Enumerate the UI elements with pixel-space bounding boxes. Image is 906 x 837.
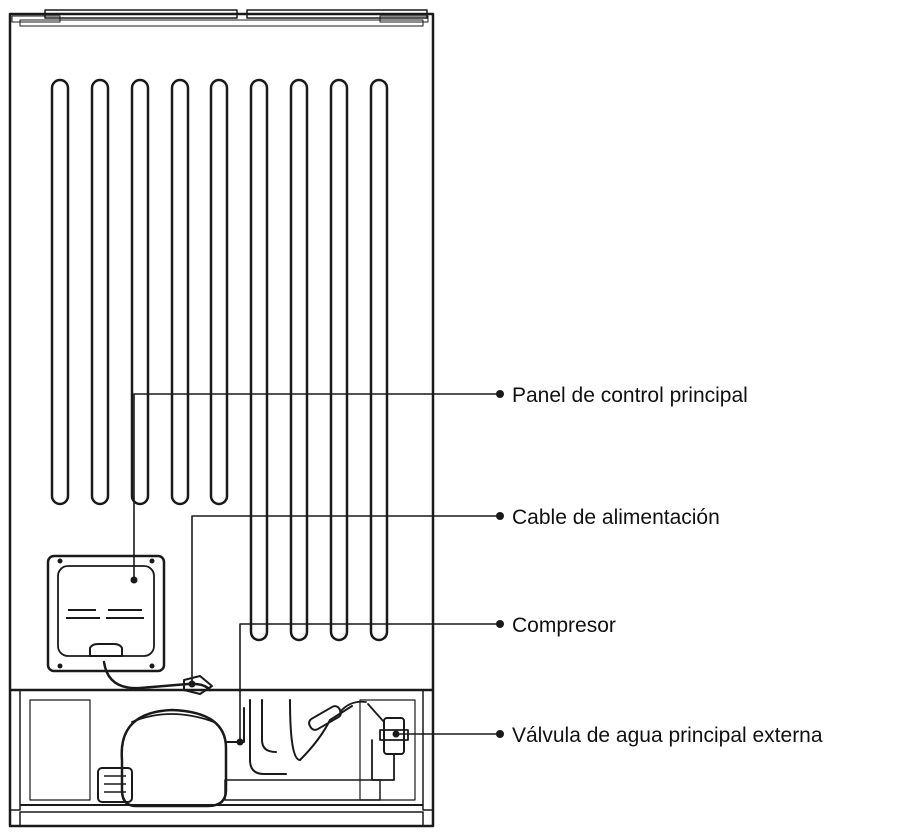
anchor-dot bbox=[188, 680, 196, 688]
label-dots bbox=[496, 390, 504, 738]
callout-label-cable: Cable de alimentación bbox=[512, 506, 720, 529]
callout-label-panel: Panel de control principal bbox=[512, 384, 748, 407]
compressor-unit bbox=[97, 707, 245, 808]
anchor-dot bbox=[236, 738, 244, 746]
power-cord bbox=[102, 660, 212, 692]
coil-tube bbox=[130, 78, 150, 506]
coil-tube bbox=[90, 78, 110, 506]
callout-label-valve: Válvula de agua principal externa bbox=[512, 724, 823, 747]
machine-compartment bbox=[9, 688, 434, 827]
leader-lines bbox=[133, 393, 497, 743]
coil-tube bbox=[170, 78, 190, 506]
control-panel-cover bbox=[46, 554, 166, 673]
leader-line-cable bbox=[191, 515, 497, 685]
coil-tube bbox=[329, 78, 349, 642]
refrigerant-tubing bbox=[249, 699, 367, 775]
warning-label-graphic bbox=[66, 609, 144, 619]
label-dot bbox=[496, 390, 504, 398]
coil-tube bbox=[50, 78, 70, 506]
coil-tube bbox=[209, 78, 229, 506]
callout-label-compressor: Compresor bbox=[512, 614, 616, 637]
coil-tube bbox=[369, 78, 389, 642]
leader-line-panel bbox=[133, 393, 497, 581]
label-dot bbox=[496, 512, 504, 520]
coil-tube bbox=[289, 78, 309, 642]
anchor-dot bbox=[392, 730, 400, 738]
coil-tube bbox=[249, 78, 269, 642]
anchor-dots bbox=[130, 576, 400, 746]
anchor-dot bbox=[130, 576, 138, 584]
label-dot bbox=[496, 730, 504, 738]
condenser-coils bbox=[50, 78, 389, 642]
refrigerator-cabinet bbox=[8, 9, 435, 828]
leader-line-compressor bbox=[239, 623, 497, 743]
label-dot bbox=[496, 620, 504, 628]
water-valve bbox=[367, 703, 409, 781]
